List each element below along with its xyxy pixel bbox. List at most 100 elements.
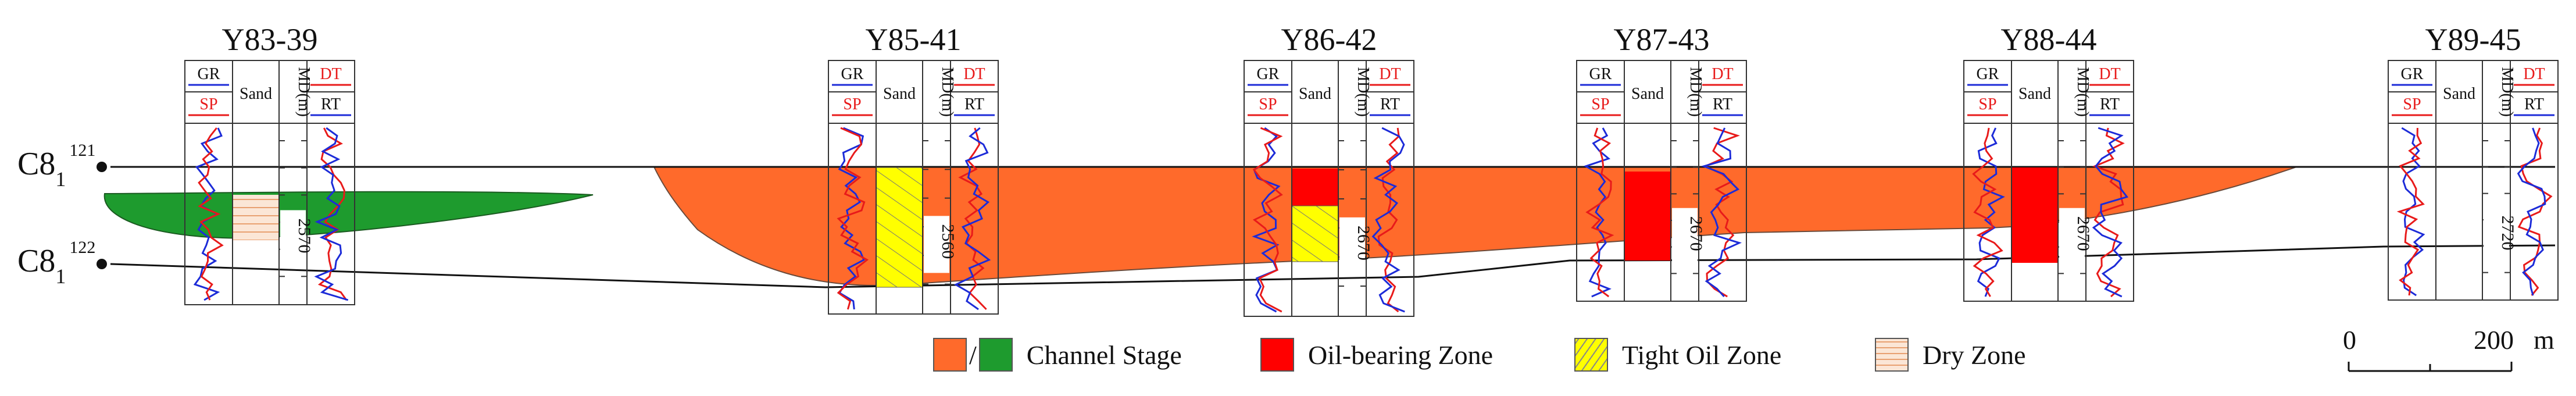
marker-line-bottom bbox=[110, 244, 2556, 288]
dt-curve bbox=[1377, 127, 1400, 313]
scale-end-label: 200 bbox=[2474, 325, 2514, 355]
scale-start-label: 0 bbox=[2343, 325, 2356, 355]
track-header-sp: SP bbox=[843, 95, 861, 113]
depth-label: 2670 bbox=[2074, 216, 2093, 251]
well-name: Y88-44 bbox=[2001, 22, 2097, 57]
track-header-gr: GR bbox=[841, 65, 864, 83]
oil-bearing-zone-fill bbox=[2012, 167, 2058, 263]
legend-swatch-dry bbox=[1875, 338, 1909, 372]
track-header-sp: SP bbox=[199, 95, 217, 113]
gr-curve bbox=[1977, 127, 2005, 297]
track-header-gr: GR bbox=[1977, 65, 1999, 83]
scale-bar: 0 200 m bbox=[2343, 325, 2554, 372]
track-header-md: MD(m) bbox=[2498, 67, 2516, 117]
well-name: Y89-45 bbox=[2425, 22, 2521, 57]
track-header-gr: GR bbox=[1257, 65, 1280, 83]
tight-oil-zone-fill bbox=[876, 167, 923, 288]
log-frame bbox=[828, 60, 999, 315]
sp-curve bbox=[1972, 127, 2003, 297]
track-header-sand: Sand bbox=[1299, 85, 1331, 103]
track-header-rt: RT bbox=[2100, 95, 2120, 113]
oil-bearing-zone-fill bbox=[1624, 172, 1671, 261]
legend-tight-oil-zone: Tight Oil Zone bbox=[1574, 329, 1781, 381]
log-frame bbox=[1963, 60, 2134, 302]
gr-curve bbox=[838, 127, 865, 310]
track-header-rt: RT bbox=[1713, 95, 1732, 113]
legend-swatch-orange bbox=[933, 338, 967, 372]
track-header-rt: RT bbox=[1380, 95, 1400, 113]
legend-channel-stage: / Channel Stage bbox=[933, 329, 1182, 381]
legend-oil-bearing-zone: Oil-bearing Zone bbox=[1260, 329, 1493, 381]
rt-curve bbox=[1701, 127, 1742, 298]
sp-curve bbox=[2396, 127, 2425, 296]
oil-bearing-zone-fill bbox=[1292, 169, 1338, 206]
rt-curve bbox=[1371, 127, 1405, 313]
log-frame bbox=[184, 60, 355, 305]
log-frame bbox=[1244, 60, 1414, 317]
marker-label-bottom: C81122 bbox=[17, 238, 95, 288]
rt-curve bbox=[2517, 127, 2546, 296]
rt-curve bbox=[2092, 127, 2129, 298]
rt-curve bbox=[953, 127, 991, 311]
well-name: Y85-41 bbox=[866, 22, 962, 57]
track-header-sand: Sand bbox=[240, 85, 272, 103]
depth-label: 2720 bbox=[2498, 215, 2517, 250]
track-header-sand: Sand bbox=[883, 85, 916, 103]
legend-label-dry-zone: Dry Zone bbox=[1923, 340, 2026, 370]
dt-curve bbox=[2517, 127, 2553, 296]
track-header-dt: DT bbox=[2523, 65, 2545, 83]
sp-curve bbox=[198, 127, 224, 301]
track-header-md: MD(m) bbox=[938, 67, 956, 117]
log-frame bbox=[2388, 60, 2559, 301]
track-header-sp: SP bbox=[1978, 95, 1996, 113]
sp-curve bbox=[837, 127, 869, 310]
well-name: Y87-43 bbox=[1614, 22, 1710, 57]
legend-separator: / bbox=[969, 340, 977, 370]
depth-label: 2670 bbox=[1354, 226, 1373, 261]
tight-oil-zone-fill bbox=[1291, 205, 1339, 262]
legend-label-oil-bearing-zone: Oil-bearing Zone bbox=[1308, 340, 1494, 370]
log-frame bbox=[1576, 60, 1747, 302]
track-header-dt: DT bbox=[2099, 65, 2120, 83]
track-header-gr: GR bbox=[198, 65, 220, 83]
rt-curve bbox=[314, 127, 349, 301]
legend-swatch-red bbox=[1260, 338, 1294, 372]
well-name: Y86-42 bbox=[1281, 22, 1377, 57]
dt-curve bbox=[2092, 127, 2125, 298]
track-header-sp: SP bbox=[1259, 95, 1277, 113]
track-header-gr: GR bbox=[1589, 65, 1612, 83]
track-header-sp: SP bbox=[1591, 95, 1609, 113]
track-header-sand: Sand bbox=[1631, 85, 1664, 103]
track-header-sand: Sand bbox=[2018, 85, 2051, 103]
legend-label-tight-oil-zone: Tight Oil Zone bbox=[1622, 340, 1782, 370]
legend-swatch-yellow bbox=[1574, 338, 1608, 372]
track-header-dt: DT bbox=[1379, 65, 1400, 83]
track-header-sand: Sand bbox=[2443, 85, 2475, 103]
sp-curve bbox=[1252, 127, 1283, 313]
channel-stage-green-lens bbox=[103, 191, 594, 239]
legend-swatch-green bbox=[978, 338, 1013, 372]
legend-label-channel-stage: Channel Stage bbox=[1026, 340, 1182, 370]
gr-curve bbox=[1252, 127, 1281, 313]
track-header-rt: RT bbox=[2524, 95, 2544, 113]
gr-curve bbox=[1583, 127, 1612, 298]
track-header-dt: DT bbox=[963, 65, 985, 83]
dt-curve bbox=[958, 127, 987, 311]
track-header-rt: RT bbox=[964, 95, 984, 113]
marker-label-top: C81121 bbox=[17, 141, 95, 191]
depth-label: 2670 bbox=[1687, 216, 1706, 251]
track-header-md: MD(m) bbox=[295, 67, 313, 117]
marker-dot-bottom bbox=[97, 259, 107, 269]
legend-dry-zone: Dry Zone bbox=[1875, 329, 2026, 381]
depth-label: 2570 bbox=[295, 218, 314, 253]
well-name: Y83-39 bbox=[222, 22, 318, 57]
track-header-dt: DT bbox=[1712, 65, 1733, 83]
track-header-md: MD(m) bbox=[1354, 67, 1372, 117]
